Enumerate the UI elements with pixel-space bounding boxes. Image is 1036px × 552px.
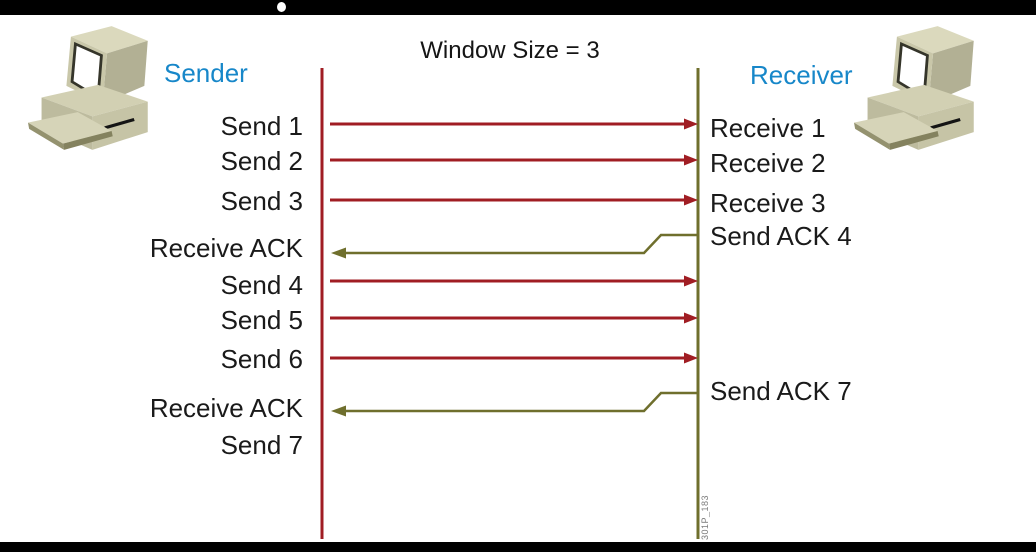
left-event-label: Receive ACK (149, 393, 303, 423)
send-arrow-3 (330, 194, 698, 206)
right-event-label: Send ACK 7 (710, 376, 852, 406)
left-event-label: Send 4 (220, 270, 303, 300)
left-event-label: Send 7 (220, 430, 303, 460)
right-event-label: Receive 3 (710, 188, 826, 218)
figure-id-watermark: 301P_183 (700, 495, 710, 541)
send-arrow-1 (330, 118, 698, 130)
send-arrow-4 (330, 275, 698, 287)
left-event-label: Send 6 (220, 344, 303, 374)
receiver-label: Receiver (750, 60, 853, 90)
left-event-label: Send 3 (220, 186, 303, 216)
send-arrow-2 (330, 154, 698, 166)
right-event-label: Receive 2 (710, 148, 826, 178)
slide-bullet-dot (277, 2, 286, 12)
send-arrow-5 (330, 312, 698, 324)
page-title: Window Size = 3 (420, 37, 600, 64)
left-event-label: Send 2 (220, 146, 303, 176)
sender-label: Sender (164, 58, 248, 88)
right-event-label: Send ACK 4 (710, 221, 852, 251)
right-event-label: Receive 1 (710, 113, 826, 143)
left-event-label: Send 5 (220, 305, 303, 335)
left-event-label: Receive ACK (149, 233, 303, 263)
left-event-label: Send 1 (220, 111, 303, 141)
bottom-black-bar (0, 542, 1036, 552)
top-black-bar (0, 0, 1036, 15)
ack-arrow-2 (331, 391, 697, 417)
send-arrow-6 (330, 352, 698, 364)
ack-arrow-1 (331, 233, 697, 259)
